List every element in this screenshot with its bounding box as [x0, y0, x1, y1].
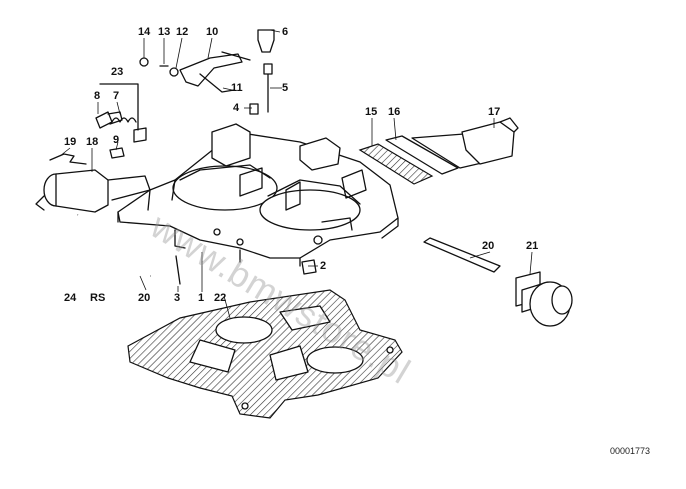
- choke-part: [35, 169, 151, 213]
- part-label: 1: [198, 292, 205, 304]
- part-label: 22: [214, 292, 227, 304]
- part-label: RS: [90, 292, 106, 304]
- part-label: 20: [138, 292, 151, 304]
- part-label: 16: [388, 106, 401, 118]
- part-label: 17: [488, 106, 501, 118]
- leader-lines: [59, 29, 533, 319]
- catalog-number: 00001773: [609, 446, 650, 456]
- jet-part: [301, 259, 317, 275]
- spring-19-part: [49, 153, 87, 165]
- part-label: 9: [113, 134, 120, 146]
- part-label: 3: [174, 292, 181, 304]
- part-label: 13: [158, 26, 171, 38]
- part-label: 11: [231, 82, 243, 94]
- screw-needle-part: [249, 29, 275, 115]
- part-label: 2: [320, 260, 327, 272]
- part-label: 23: [111, 66, 124, 78]
- part-label: 8: [94, 90, 101, 102]
- part-label: 6: [282, 26, 289, 38]
- part-label: 24: [64, 292, 77, 304]
- part-label: 5: [282, 82, 289, 94]
- rod-right-part: [423, 237, 501, 273]
- part-label: 18: [86, 136, 99, 148]
- hose-left-part: [76, 212, 151, 279]
- cap-part: [515, 271, 573, 327]
- part-label: 12: [176, 26, 189, 38]
- part-label: 21: [526, 240, 539, 252]
- gasket-part: [127, 289, 403, 419]
- linkage-part: [139, 51, 251, 93]
- pin-part: [175, 255, 181, 285]
- part-label: 10: [206, 26, 219, 38]
- part-label: 19: [64, 136, 77, 148]
- part-label: 15: [365, 106, 378, 118]
- part-label: 14: [138, 26, 151, 38]
- part-label: 7: [113, 90, 120, 102]
- carburetor-body-part: [117, 123, 399, 267]
- vacuum-unit-part: [358, 117, 519, 185]
- part-label: 20: [482, 240, 495, 252]
- small-parts-group: [95, 83, 147, 159]
- part-label: 4: [233, 102, 240, 114]
